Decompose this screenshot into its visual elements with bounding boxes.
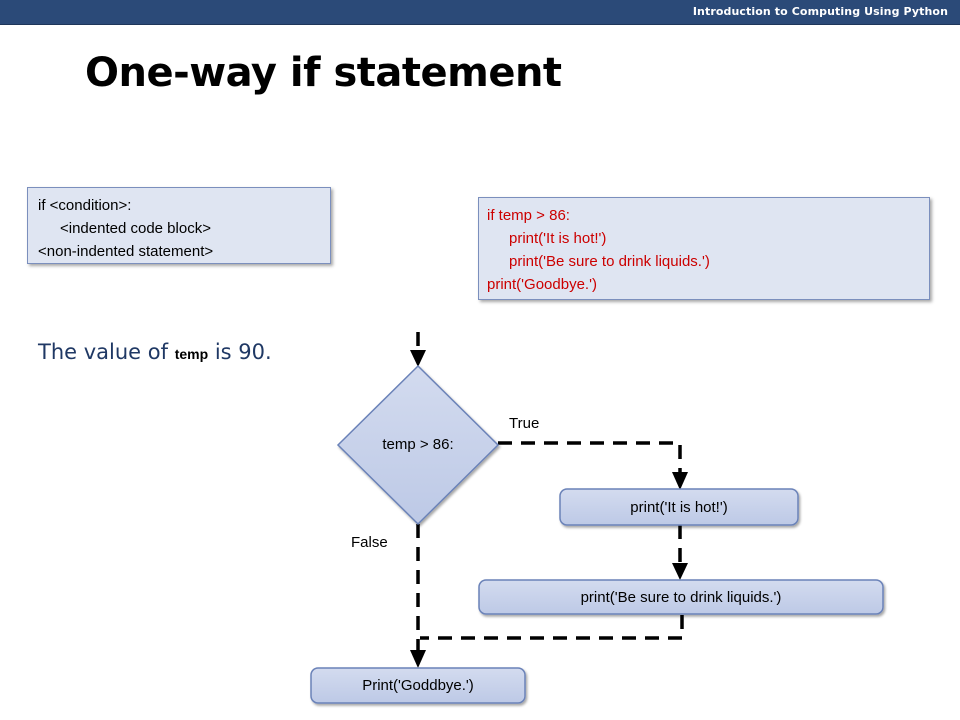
step-arrowhead — [672, 563, 688, 580]
example-line-print-liquids: print('Be sure to drink liquids.') — [509, 253, 710, 270]
value-suffix: is 90. — [208, 340, 272, 364]
final-box — [310, 667, 526, 704]
step-liquids-label: print('Be sure to drink liquids.') — [580, 589, 782, 606]
step-hot-box — [559, 488, 799, 526]
step-hot-label: print('It is hot!') — [630, 499, 728, 516]
value-prefix: The value of — [38, 340, 175, 364]
course-title: Introduction to Computing Using Python — [692, 5, 948, 18]
example-line-if: if temp > 86: — [487, 207, 570, 224]
true-label: True — [509, 415, 540, 432]
false-arrowhead — [410, 650, 426, 668]
decision-label: temp > 86: — [382, 436, 454, 453]
syntax-line-if: if <condition>: — [38, 197, 132, 214]
true-arrowhead — [672, 472, 688, 490]
decision-diamond — [336, 364, 500, 526]
example-line-print-hot: print('It is hot!') — [509, 230, 607, 247]
entry-arrowhead — [410, 350, 426, 367]
syntax-line-indented: <indented code block> — [60, 220, 211, 237]
syntax-line-non-indented: <non-indented statement> — [38, 243, 214, 260]
example-code-box: if temp > 86: print('It is hot!') print(… — [478, 197, 930, 300]
merge-connector — [420, 615, 684, 640]
syntax-box: if <condition>: <indented code block> <n… — [27, 187, 331, 264]
slide-title: One-way if statement — [85, 50, 562, 96]
header-bar: Introduction to Computing Using Python — [0, 0, 960, 25]
true-connector — [498, 441, 682, 474]
example-line-print-goodbye: print('Goodbye.') — [487, 276, 597, 293]
value-statement: The value of temp is 90. — [38, 340, 272, 364]
final-label: Print('Goddbye.') — [362, 677, 474, 694]
step-liquids-box — [478, 579, 884, 615]
false-label: False — [351, 534, 388, 551]
value-variable: temp — [174, 346, 209, 362]
